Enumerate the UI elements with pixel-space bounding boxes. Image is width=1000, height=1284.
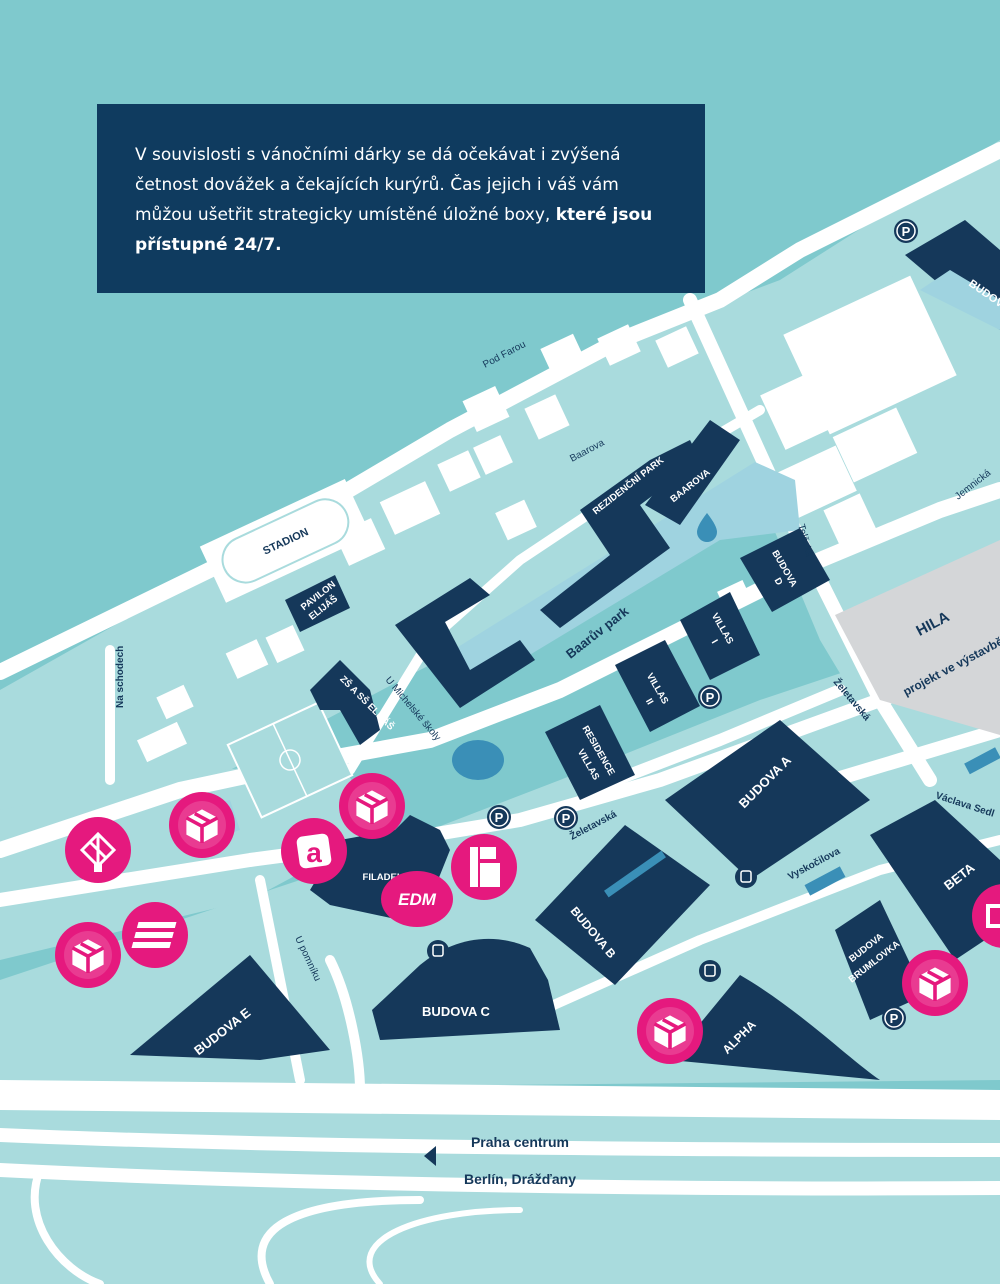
label-filadelfie: FILADELFIE — [363, 872, 418, 883]
parcel-box-icon[interactable] — [902, 950, 968, 1016]
water-drop-icon — [697, 513, 717, 542]
box-pickup-icon[interactable] — [451, 834, 517, 900]
parcel-box-icon[interactable] — [637, 998, 703, 1064]
stadion: STADION — [199, 479, 372, 603]
direction-berlin: Berlín, Drážďany — [464, 1171, 576, 1187]
parcel-box-icon[interactable] — [169, 792, 235, 858]
label-villas-ii-2: II — [643, 697, 655, 707]
parking-icon: P — [562, 811, 571, 826]
direction-praha: Praha centrum — [471, 1134, 569, 1150]
minor-buildings — [136, 275, 957, 763]
sports-field — [226, 701, 354, 819]
light-strip — [920, 270, 1000, 330]
parking-icon: P — [902, 224, 911, 239]
parking-icon: P — [706, 690, 715, 705]
edm-badge[interactable]: EDM — [381, 871, 453, 927]
info-text: V souvislosti s vánočními dárky se dá oč… — [135, 145, 621, 225]
pond — [452, 740, 504, 780]
parcel-box-icon[interactable] — [55, 922, 121, 988]
info-bold: které jsou přístupné 24/7. — [135, 205, 653, 255]
direction-arrow-icon — [424, 1146, 436, 1166]
label-budova-d-2: D — [772, 576, 785, 588]
alza-box-icon[interactable]: a — [281, 818, 347, 884]
label-budova-c: BUDOVA C — [422, 1004, 491, 1019]
metro-icons — [427, 866, 757, 982]
label-villas-i-2: I — [709, 638, 720, 646]
buildings — [130, 220, 1000, 1080]
street-na-schodech: Na schodech — [115, 646, 126, 708]
edm-label: EDM — [398, 890, 437, 909]
parking-icon: P — [495, 810, 504, 825]
house-box-icon[interactable] — [65, 817, 131, 883]
building-accents — [604, 747, 1000, 898]
info-box: V souvislosti s vánočními dárky se dá oč… — [97, 104, 705, 293]
parking-icons: P P P P P — [487, 219, 918, 1030]
hila-area — [835, 540, 1000, 735]
parcel-box-icon[interactable] — [339, 773, 405, 839]
parking-icon: P — [890, 1011, 899, 1026]
zasilkovna-box-icon[interactable] — [122, 902, 188, 968]
partial-box-icon[interactable] — [972, 884, 1000, 948]
svg-text:a: a — [306, 837, 322, 868]
